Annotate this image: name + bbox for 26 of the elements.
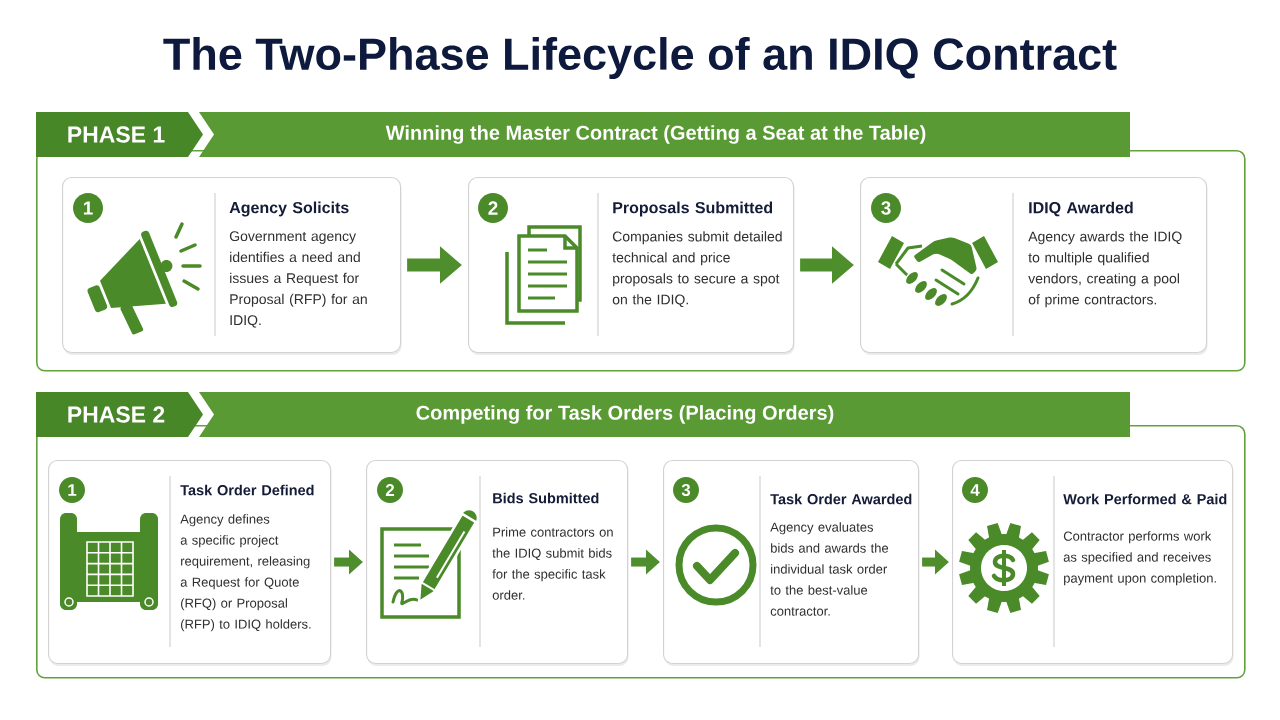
step-heading: Task Order Awarded: [770, 493, 912, 505]
step-heading: Proposals Submitted: [613, 201, 773, 217]
step-heading: Task Order Defined: [180, 484, 314, 496]
step-description: Government agency identifies a need and issues a Request for Proposal (RFP) for an IDIQ.: [229, 231, 367, 328]
number-badge: 4: [962, 477, 988, 503]
number-badge: 3: [871, 193, 901, 223]
number-badge: 3: [673, 477, 699, 503]
number-badge: 1: [59, 477, 85, 503]
step-heading: Agency Solicits: [229, 201, 349, 217]
phase-tab: PHASE 1: [36, 112, 203, 157]
step-description: Agency evaluates bids and awards the individual task order to the best-value contractor.: [770, 522, 889, 616]
step-description: Agency defines a specific project requirement, releasing a Request for Quote (RFQ) or Proposal (RFP) to IDIQ holders.: [180, 514, 311, 632]
phase-tab: PHASE 2: [36, 392, 203, 437]
number-badge: 2: [377, 477, 403, 503]
phase-banner: Competing for Task Orders (Placing Orders): [199, 392, 1130, 437]
step-heading: Bids Submitted: [493, 492, 599, 504]
number-badge: 1: [73, 193, 103, 223]
step-heading: IDIQ Awarded: [1029, 201, 1133, 217]
step-description: Companies submit detailed technical and price proposals to secure a spot on the IDIQ.: [612, 231, 782, 307]
title: The Two-Phase Lifecycle of an IDIQ Contract: [163, 37, 1117, 79]
step-description: Prime contractors on the IDIQ submit bids for the specific task order.: [492, 527, 613, 600]
step-description: Agency awards the IDIQ to multiple qualified vendors, creating a pool of prime contractors.: [1028, 231, 1182, 308]
number-badge: 2: [478, 193, 508, 223]
step-heading: Work Performed & Paid: [1063, 493, 1227, 505]
phase-banner: Winning the Master Contract (Getting a Seat at the Table): [199, 112, 1130, 157]
step-description: Contractor performs work as specified and receives payment upon completion.: [1063, 531, 1216, 586]
